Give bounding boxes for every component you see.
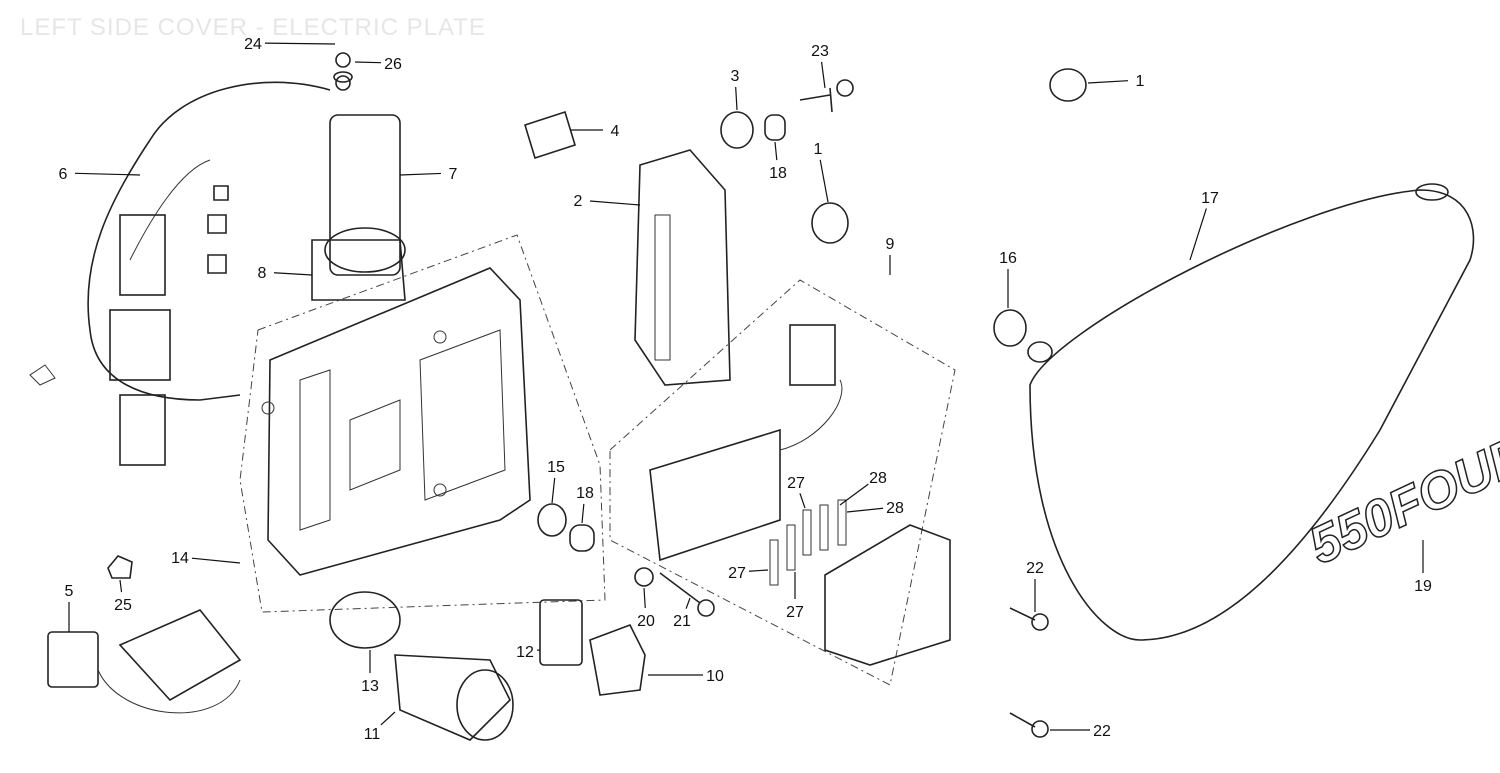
callout-leader [581, 503, 585, 524]
screw-22-lower [1009, 712, 1049, 738]
callout-label-24: 24 [244, 36, 262, 53]
callout-label-20: 20 [637, 613, 655, 630]
ignition-switch [311, 52, 406, 301]
grommet-3 [720, 111, 754, 149]
callout-label-27: 27 [786, 604, 804, 621]
callout-leader [774, 141, 778, 161]
callout-label-22: 22 [1093, 723, 1111, 740]
grommet-1-top [1049, 68, 1087, 102]
callout-label-1: 1 [1136, 73, 1145, 90]
grommet-15 [537, 503, 567, 537]
callout-label-25: 25 [114, 597, 132, 614]
callout-label-16: 16 [999, 250, 1017, 267]
callout-label-14: 14 [171, 550, 189, 567]
callout-label-27: 27 [787, 475, 805, 492]
grommet-16 [993, 309, 1027, 347]
callout-leader [1189, 208, 1207, 261]
callout-leader [846, 507, 884, 513]
electric-plate [261, 267, 531, 576]
diagram-title: LEFT SIDE COVER - ELECTRIC PLATE [20, 14, 486, 41]
emblem-550four: 550FOUR [1301, 424, 1500, 576]
callout-leader [399, 172, 442, 176]
connector-4 [524, 110, 576, 160]
callout-leader [380, 711, 396, 726]
callout-leader [191, 557, 241, 564]
connector-10 [589, 623, 646, 696]
callout-leader [273, 272, 313, 276]
callout-leader [589, 200, 641, 206]
callout-label-28: 28 [886, 500, 904, 517]
callout-leader [748, 569, 769, 572]
condenser [329, 591, 514, 741]
callout-label-9: 9 [886, 236, 895, 253]
bolt-23 [799, 87, 833, 113]
callout-leader [839, 483, 869, 506]
nut-25 [107, 555, 133, 579]
callout-label-5: 5 [65, 583, 74, 600]
cover-peg-top [1415, 183, 1449, 201]
callout-label-3: 3 [731, 68, 740, 85]
callout-label-23: 23 [811, 43, 829, 60]
callout-leader [799, 493, 806, 509]
callout-label-22: 22 [1026, 560, 1044, 577]
callout-leader [119, 579, 123, 593]
screw-22-upper [1009, 607, 1049, 631]
callout-leader [264, 42, 336, 45]
callout-label-6: 6 [59, 166, 68, 183]
left-side-cover [1029, 189, 1475, 641]
callout-label-21: 21 [673, 613, 691, 630]
callout-label-27: 27 [728, 565, 746, 582]
washer-20 [634, 567, 654, 587]
collar-18-top [764, 114, 786, 141]
callout-label-26: 26 [384, 56, 402, 73]
callout-label-2: 2 [574, 193, 583, 210]
callout-label-28: 28 [869, 470, 887, 487]
callout-label-19: 19 [1414, 578, 1432, 595]
callout-label-18: 18 [576, 485, 594, 502]
callout-label-10: 10 [706, 668, 724, 685]
callout-label-12: 12 [516, 644, 534, 661]
relay-12 [539, 599, 583, 666]
callout-leader [1087, 80, 1129, 84]
callout-label-8: 8 [258, 265, 267, 282]
cover-peg-side [1027, 341, 1053, 363]
callout-leader [685, 597, 691, 609]
callout-label-15: 15 [547, 459, 565, 476]
grommet-1-middle [811, 202, 849, 244]
callout-label-18: 18 [769, 165, 787, 182]
callout-leader [354, 61, 382, 64]
callout-leader [74, 172, 141, 176]
fuse-box [649, 324, 951, 666]
wire-harness [29, 81, 331, 466]
collar-18-bottom [569, 524, 595, 552]
fuse-box-assembly-outline [609, 279, 956, 686]
bolt-21 [659, 572, 701, 604]
callout-leader [643, 587, 646, 609]
callout-label-17: 17 [1201, 190, 1219, 207]
callout-label-11: 11 [364, 726, 381, 743]
callout-leader [819, 159, 829, 203]
connector-5 [47, 609, 242, 714]
callout-label-1: 1 [814, 141, 823, 158]
regulator [634, 149, 731, 386]
callout-leader [551, 477, 556, 504]
callout-label-7: 7 [449, 166, 458, 183]
callout-leader [735, 86, 738, 111]
plate-assembly-outline [239, 234, 606, 613]
callout-label-4: 4 [611, 123, 620, 140]
callout-label-13: 13 [361, 678, 379, 695]
callout-leader [820, 61, 826, 89]
